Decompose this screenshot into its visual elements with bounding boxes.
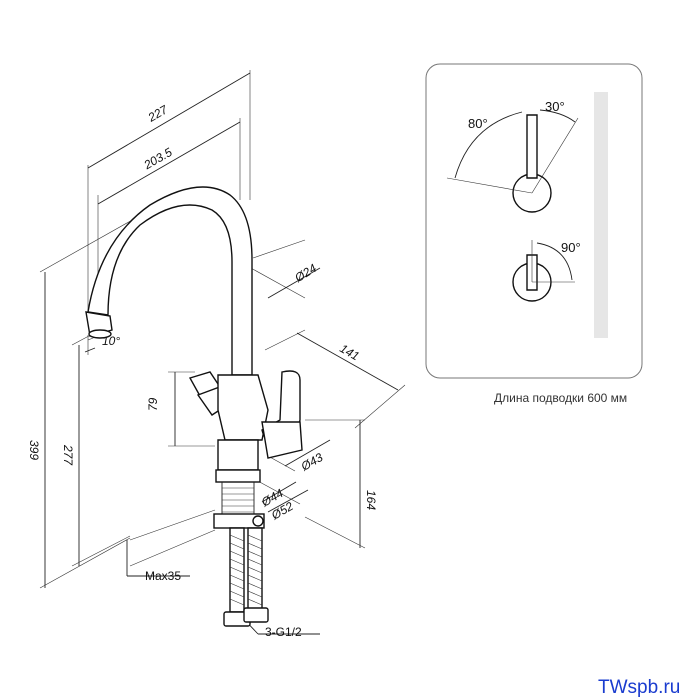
dim-height-277: 277 — [61, 329, 131, 567]
dim-label-79: 79 — [146, 397, 160, 411]
dim-label-connection: 3-G1/2 — [265, 625, 302, 639]
rotation-panel-bar — [594, 92, 608, 338]
angle-label-30: 30° — [545, 99, 565, 114]
rotation-upper-lever: 80° 30° — [446, 99, 579, 213]
rotation-panel: 80° 30° 90° — [425, 63, 643, 379]
faucet-body — [85, 186, 303, 627]
dim-label-max35: Max35 — [145, 569, 181, 583]
dim-height-399: 399 — [27, 209, 151, 589]
dim-label-diameter-43: Ø43 — [298, 450, 326, 474]
rotation-lower-lever: 90° — [512, 240, 581, 302]
angle-label-80: 80° — [468, 116, 488, 131]
dim-label-164: 164 — [364, 490, 378, 510]
hose-length-note: Длина подводки 600 мм — [494, 391, 627, 405]
dim-height-79: 79 — [146, 371, 215, 447]
dim-max35: Max35 — [126, 509, 216, 583]
dim-label-203: 203.5 — [141, 145, 175, 173]
dim-label-141: 141 — [337, 341, 361, 363]
angle-label-90: 90° — [561, 240, 581, 255]
watermark: TWspb.ru — [598, 677, 680, 698]
rotation-panel-frame — [425, 63, 643, 379]
dim-label-399: 399 — [27, 440, 41, 460]
dim-label-277: 277 — [61, 444, 75, 466]
dim-height-164: 164 — [304, 419, 378, 549]
